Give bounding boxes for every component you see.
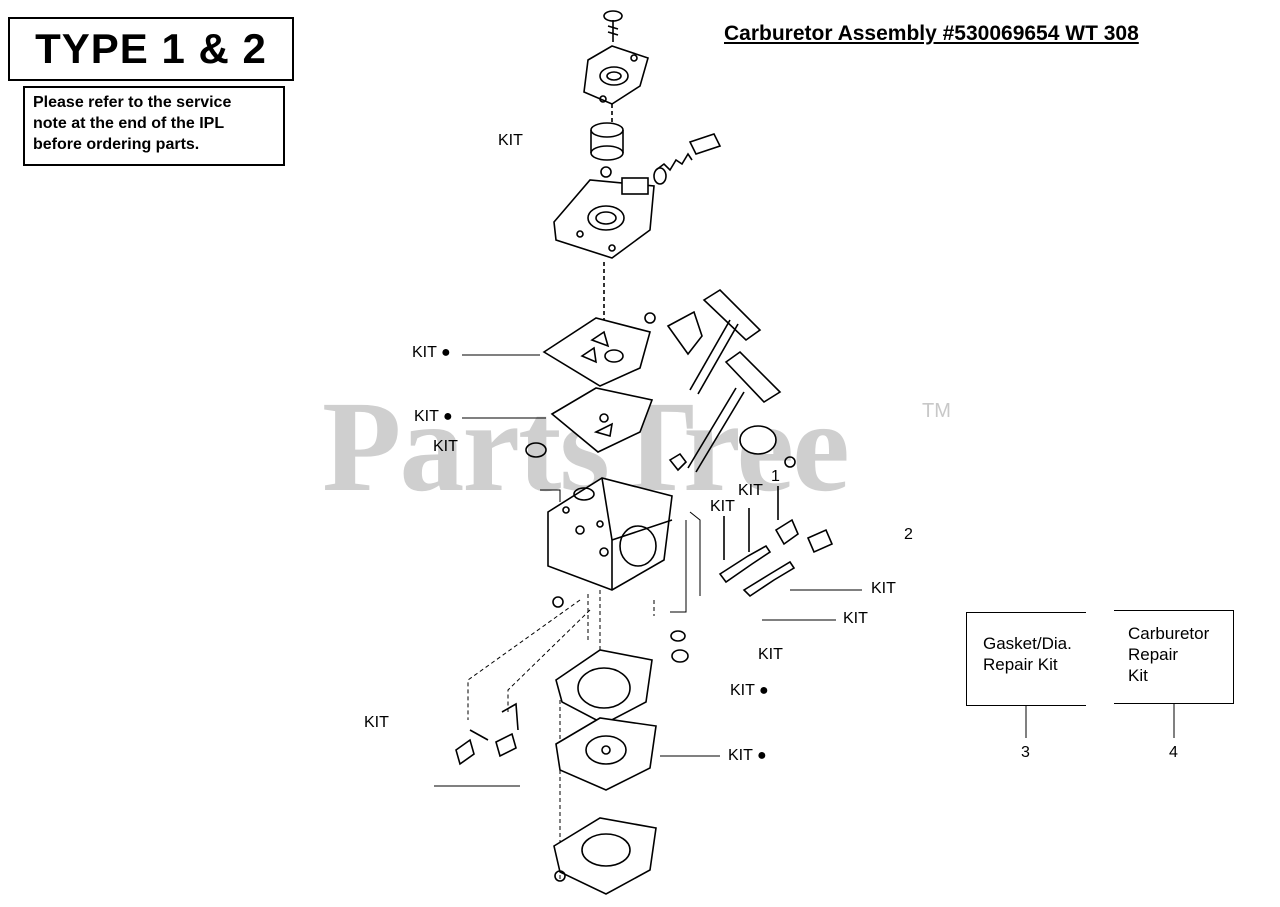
kit-label: KIT: [498, 132, 523, 149]
part-bottom-screw: [554, 870, 566, 882]
service-note-line: Please refer to the service: [33, 94, 232, 111]
kit-label: KIT: [871, 580, 896, 597]
legend-number-4: 4: [1169, 744, 1178, 761]
part-choke-shaft: [668, 350, 796, 473]
part-pump-cover-lower: [553, 817, 657, 895]
legend-gasket-kit: Gasket/Dia. Repair Kit: [966, 612, 1086, 706]
part-mount-screws: [455, 702, 519, 766]
legend-line: Carburetor: [1128, 624, 1210, 643]
legend-line: Repair: [1128, 645, 1179, 664]
kit-label: KIT: [738, 482, 763, 499]
part-top-cover: [583, 45, 649, 105]
part-small-screw: [552, 596, 564, 608]
part-needles: [718, 486, 834, 598]
part-filter-cylinder: [590, 122, 624, 161]
part-throttle-shaft: [644, 288, 762, 395]
part-top-screw: [603, 10, 623, 42]
assembly-title: Carburetor Assembly #530069654 WT 308: [724, 22, 1139, 45]
kit-label: KIT: [758, 646, 783, 663]
kit-label: KIT: [364, 714, 389, 731]
kit-label: KIT ●: [414, 408, 453, 425]
legend-line: Kit: [1128, 666, 1148, 685]
trademark-mark: TM: [922, 400, 951, 422]
service-note: Please refer to the service note at the …: [23, 86, 285, 166]
kit-label: KIT ●: [412, 344, 451, 361]
legend-carburetor-kit: Carburetor Repair Kit: [1114, 610, 1234, 704]
legend-line: Gasket/Dia.: [983, 634, 1072, 653]
kit-label: KIT ●: [730, 682, 769, 699]
kit-label: KIT: [710, 498, 735, 515]
part-gasket-lower: [555, 649, 653, 725]
part-diaphragm-upper: [550, 387, 654, 453]
kit-label: KIT: [843, 610, 868, 627]
part-pump-cover: [553, 177, 655, 259]
part-diaphragm-lower: [555, 717, 657, 791]
service-note-line: note at the end of the IPL: [33, 115, 225, 132]
callout-number-1: 1: [771, 468, 780, 485]
callout-number-2: 2: [904, 526, 913, 543]
legend-line: Repair Kit: [983, 655, 1058, 674]
leader-lines: [434, 354, 862, 787]
kit-label: KIT: [433, 438, 458, 455]
service-note-line: before ordering parts.: [33, 136, 200, 153]
part-small-ring: [525, 442, 547, 458]
kit-label: KIT ●: [728, 747, 767, 764]
legend-number-3: 3: [1021, 744, 1030, 761]
part-gasket-upper: [542, 317, 651, 387]
part-carburetor-body: [547, 477, 673, 591]
type-label: TYPE 1 & 2: [8, 17, 294, 81]
part-adjust-screw-spring: [653, 133, 722, 185]
